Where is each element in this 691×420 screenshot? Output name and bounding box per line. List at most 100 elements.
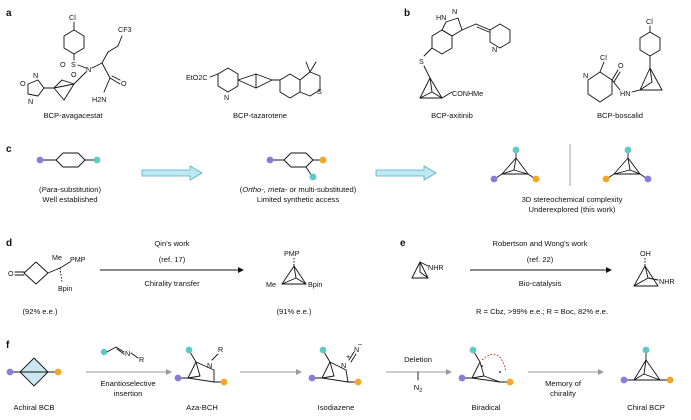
atom-nhr: NHR <box>428 263 444 272</box>
atom-n-terminal: N <box>354 345 359 354</box>
chiral-bcp-left <box>490 146 540 183</box>
atom-r-reagent: R <box>139 355 144 364</box>
purple-substituent-dot <box>266 156 274 164</box>
ortho-meta-limited-access: Limited synthetic access <box>257 195 340 204</box>
atom-oh: OH <box>640 249 651 258</box>
purple-substituent-dot <box>620 376 628 384</box>
qin-ref-label: (ref. 17) <box>159 255 186 264</box>
atom-s-thiochromane: S <box>317 87 322 96</box>
atom-n-pyridine-boscalid: N <box>583 71 588 80</box>
teal-substituent-dot <box>93 156 101 164</box>
purple-substituent-dot <box>644 175 652 183</box>
panel-c: c (Para-substitution) Well established (… <box>6 144 652 214</box>
atom-nhr-product: NHR <box>659 277 675 286</box>
cyclobutanone-start: O Me PMP Bpin <box>8 253 86 293</box>
atom-n-reagent: N <box>125 349 130 358</box>
start-ee: (92% e.e.) <box>22 307 58 316</box>
indazole-benzene-ring <box>431 29 453 55</box>
purple-substituent-dot <box>308 374 316 382</box>
label-bcp-axitinib: BCP-axitinib <box>431 111 473 120</box>
biradical <box>458 346 514 386</box>
orange-substituent-dot <box>602 175 610 183</box>
bcb-amine-start: NHR <box>411 261 444 279</box>
axitinib-bcp-core <box>419 77 443 99</box>
teal-substituent-dot <box>512 146 520 154</box>
radical-dot <box>499 371 501 373</box>
atom-n-sulfonamide: N <box>86 65 91 74</box>
label-bcp-avagacestat: BCP-avagacestat <box>43 111 103 120</box>
atom-cf3: CF3 <box>118 25 132 34</box>
purple-substituent-dot <box>458 374 466 382</box>
atom-me: Me <box>52 253 62 262</box>
avagacestat-structure: Cl S O O N CF3 O H2N <box>20 13 132 106</box>
atom-n-oxadiazole-1: N <box>33 71 38 80</box>
teal-substituent-dot <box>469 346 477 354</box>
panel-f: f Achiral BCB N R Enantioselective inser… <box>6 339 674 412</box>
atom-pmp-product: PMP <box>284 249 300 258</box>
arrowhead-d <box>238 267 244 273</box>
atom-o-sulfonyl-1: O <box>60 60 66 69</box>
panel-d: d O Me PMP Bpin (92% e.e.) Qin's work (r… <box>6 238 322 316</box>
pyridine-ring-axitinib <box>489 23 511 49</box>
chiral-bcp-right <box>602 146 652 183</box>
atom-pmp: PMP <box>70 255 86 264</box>
boscalid-bcp-core <box>639 67 663 91</box>
chirality-label: chirality <box>550 389 576 398</box>
atom-h2n: H2N <box>92 95 106 104</box>
n2-label: N2 <box>414 383 423 394</box>
radical-pair-dashed-arc <box>481 353 507 373</box>
step-label-aza-bch: Aza-BCH <box>186 403 218 412</box>
boscalid-structure: Cl HN O Cl N <box>583 17 663 103</box>
arrowhead-f1 <box>166 369 172 375</box>
teal-substituent-dot <box>185 346 193 354</box>
thiochromane-benzene-ring <box>279 73 301 99</box>
orange-substituent-dot <box>532 175 540 183</box>
atom-hn-indazole: HN <box>436 13 446 22</box>
arrowhead-f2 <box>296 369 302 375</box>
atom-cl-phenyl: Cl <box>646 17 653 26</box>
step-label-chiral-bcp: Chiral BCP <box>627 403 665 412</box>
orange-substituent-dot <box>354 378 362 386</box>
atom-n-indazole: N <box>452 7 457 16</box>
enantioselective-label: Enantioselective <box>100 379 155 388</box>
panel-c-letter: c <box>6 144 12 155</box>
big-arrow-1 <box>141 165 203 181</box>
bcp-3d-complexity: 3D stereochemical complexity <box>522 195 623 204</box>
atom-me-product: Me <box>266 280 276 289</box>
minus-charge: – <box>358 339 362 348</box>
deletion-label: Deletion <box>404 355 432 364</box>
teal-substituent-dot <box>624 146 632 154</box>
insertion-label: insertion <box>114 389 143 398</box>
atom-n-aza-bch: N <box>207 361 212 370</box>
avagacestat-bcp-core <box>53 79 75 101</box>
radical-dot <box>481 365 483 367</box>
teal-substituent-dot <box>642 346 650 354</box>
product-ee: (91% e.e.) <box>276 307 312 316</box>
big-arrow-2 <box>375 165 437 181</box>
step-label-achiral-bcb: Achiral BCB <box>14 403 55 412</box>
benzene-ring-ortho-meta <box>283 152 314 168</box>
chlorophenyl-ring-boscalid <box>639 31 661 57</box>
bcp-product-d: PMP Me Bpin <box>266 249 322 289</box>
teal-substituent-dot <box>309 173 317 181</box>
orange-substituent-dot <box>220 378 228 386</box>
tazarotene-bcp-core <box>237 73 273 89</box>
pyridine-ring-boscalid <box>587 71 613 103</box>
atom-conhme: CONHMe <box>452 89 483 98</box>
atom-n-oxadiazole-2: N <box>28 97 33 106</box>
atom-bpin: Bpin <box>58 284 72 293</box>
qin-work-label: Qin's work <box>154 239 189 248</box>
orange-substituent-dot <box>506 378 514 386</box>
panel-b: b HN N N S CONHMe B <box>404 7 663 120</box>
panel-e: e NHR Robertson and Wong's work (ref. 22… <box>400 238 675 316</box>
pyridine-ring <box>217 67 239 93</box>
chiral-bcp-product <box>620 346 674 384</box>
arrowhead-f4 <box>598 369 604 375</box>
atom-o-amide: O <box>121 79 127 88</box>
ortho-meta-text: (Ortho-, meta- or multi-substituted) <box>240 185 357 194</box>
ortho-meta-benzene <box>266 152 327 181</box>
panel-f-letter: f <box>6 340 10 351</box>
memory-of-label: Memory of <box>545 379 582 388</box>
teal-substituent-dot <box>100 348 108 356</box>
